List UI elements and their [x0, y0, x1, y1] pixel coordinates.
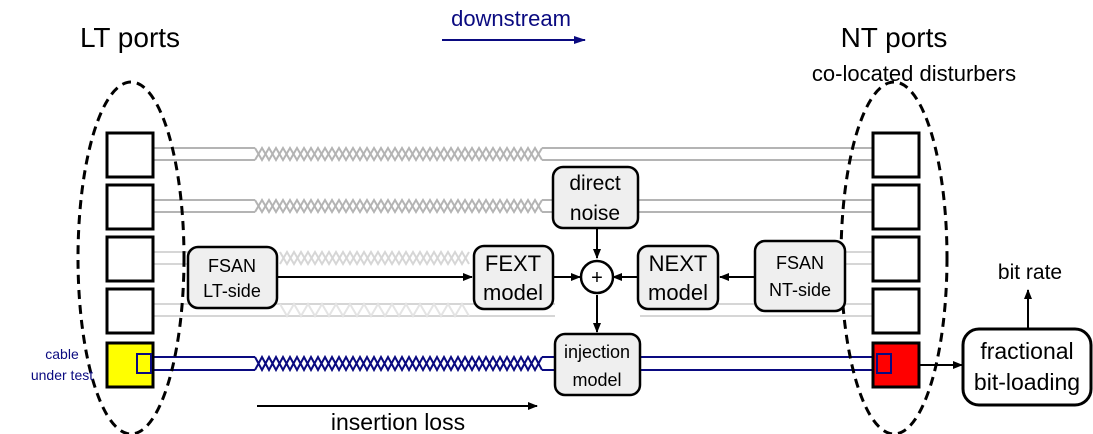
- nt-port-4: [871, 287, 921, 335]
- lt-ports-title: LT ports: [80, 22, 180, 53]
- nt-ports-title: NT ports: [841, 22, 948, 53]
- lt-port-4: [105, 287, 155, 335]
- direct-noise-block: direct noise: [551, 165, 640, 230]
- disturber-cable-2: [153, 198, 873, 214]
- nt-ports-ellipse: [839, 80, 949, 434]
- downstream-label: downstream: [451, 6, 571, 31]
- nt-ports: [871, 131, 921, 389]
- next-model-block: NEXT model: [636, 244, 720, 311]
- lt-port-1: [105, 131, 155, 179]
- lt-ports: [105, 131, 155, 389]
- nt-port-3: [871, 235, 921, 283]
- fext-model-line-1: FEXT: [485, 251, 541, 276]
- lt-port-2: [105, 183, 155, 231]
- cable-under-test-label-line-1: cable: [45, 346, 79, 362]
- lt-port-cable-under-test: [105, 341, 155, 389]
- bit-rate-label: bit rate: [998, 261, 1062, 284]
- direct-noise-line-1: direct: [569, 172, 621, 195]
- injection-model-line-1: injection: [564, 342, 630, 362]
- fractional-bitloading-line-1: fractional: [980, 338, 1073, 364]
- fext-model-line-2: model: [483, 280, 543, 305]
- lt-ports-ellipse: [76, 80, 186, 434]
- cable-under-test: [142, 354, 886, 373]
- fsan-lt-line-2: LT-side: [203, 281, 261, 301]
- fractional-bitloading-block: fractional bit-loading: [961, 327, 1093, 407]
- nt-port-1: [871, 131, 921, 179]
- fsan-nt-block: FSAN NT-side: [753, 239, 847, 313]
- sum-symbol: +: [591, 267, 603, 289]
- injection-model-block: injection model: [553, 332, 642, 397]
- sum-node: +: [579, 259, 615, 295]
- cable-under-test-label-line-2: under test: [31, 367, 93, 383]
- next-model-line-1: NEXT: [649, 251, 708, 276]
- signal-arrows: [277, 228, 1032, 369]
- direct-noise-line-2: noise: [570, 202, 620, 225]
- co-located-disturbers-label: co-located disturbers: [812, 61, 1016, 86]
- fext-model-block: FEXT model: [472, 244, 555, 311]
- nt-port-cable-under-test: [871, 341, 921, 389]
- insertion-loss-label: insertion loss: [331, 409, 465, 434]
- fsan-lt-block: FSAN LT-side: [186, 245, 279, 310]
- injection-model-line-2: model: [572, 370, 621, 390]
- fsan-nt-line-1: FSAN: [776, 253, 824, 273]
- lt-port-3: [105, 235, 155, 283]
- disturber-cable-1: [153, 146, 873, 162]
- fsan-lt-line-1: FSAN: [208, 256, 256, 276]
- fsan-nt-line-2: NT-side: [769, 280, 831, 300]
- nt-port-2: [871, 183, 921, 231]
- next-model-line-2: model: [648, 280, 708, 305]
- fractional-bitloading-line-2: bit-loading: [974, 369, 1080, 395]
